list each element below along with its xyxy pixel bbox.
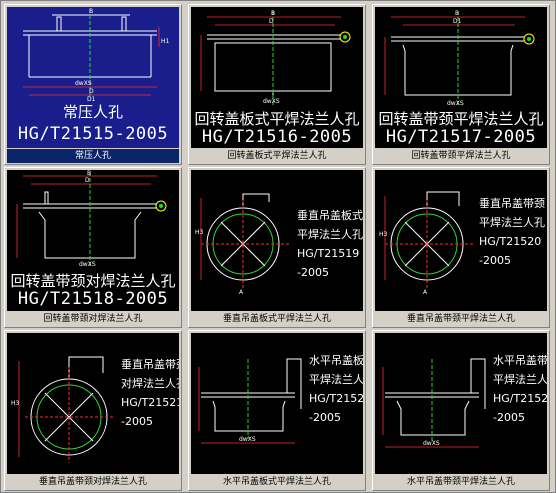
dim-label-dwxs: dwXS — [75, 80, 92, 87]
item-caption: 回转盖带颈平焊法兰人孔 — [411, 151, 511, 161]
cad-drawing-rotary-neck-slip-on: B D1 dwXS — [384, 10, 535, 107]
gallery-item-manhole-vertical-plate-slip-on[interactable]: H3 A 垂直吊盖板式 平焊法兰人孔 HG/T21519 -2005 垂直吊盖板… — [188, 167, 366, 328]
dim-label-A: A — [239, 289, 244, 296]
item-caption: 回转盖板式平焊法兰人孔 — [227, 151, 327, 161]
thumbnail-rotary-neck-slip-on: B D1 dwXS 回转盖带颈平焊法兰人孔 HG/T21517-2005 — [375, 7, 547, 148]
drawing-title-vertical: 水平吊盖板式 平焊法兰人孔 HG/T21522 -2005 — [309, 354, 363, 424]
drawing-title-vertical: 垂直吊盖带颈 对焊法兰人孔 HG/T21521 -2005 — [121, 358, 179, 428]
cad-drawing-vertical-neck-slip-on: H3 A — [379, 191, 473, 296]
gallery-item-manhole-vertical-neck-slip-on[interactable]: H3 A 垂直吊盖带颈 平焊法兰人孔 HG/T21520 -2005 垂直吊盖带… — [372, 167, 550, 328]
dim-label-D1: D1 — [453, 18, 462, 25]
drawing-title: 常压人孔 — [62, 103, 123, 121]
thumbnail-rotary-plate: B D dwXS 回转盖板式平焊法兰人孔 HG/T21516-2005 — [191, 7, 363, 148]
item-caption: 水平吊盖板式平焊法兰人孔 — [222, 477, 331, 487]
thumbnail-vertical-plate: H3 A 垂直吊盖板式 平焊法兰人孔 HG/T21519 -2005 — [191, 170, 363, 311]
item-caption: 垂直吊盖带颈对焊法兰人孔 — [38, 477, 147, 487]
cad-drawing-atmospheric: B dwXS D D1 H1 — [23, 8, 170, 103]
gallery-item-manhole-atmospheric[interactable]: B dwXS D D1 H1 常压人孔 HG/T21515-2005 常压人孔 — [4, 4, 182, 165]
cad-drawing-rotary-plate: B D dwXS — [200, 10, 351, 105]
cad-drawing-vertical-plate: H3 A — [195, 193, 289, 296]
drawing-title-vertical: 垂直吊盖带颈 平焊法兰人孔 HG/T21520 -2005 — [479, 197, 545, 267]
cad-drawing-horizontal-plate: dwXS — [198, 358, 302, 444]
gallery-item-manhole-horizontal-neck-slip-on[interactable]: dwXS 水平吊盖带颈 平焊法兰人孔 HG/T21523 -2005 水平吊盖带… — [372, 330, 550, 491]
gallery-item-manhole-rotary-neck-weld[interactable]: B D dwXS 回转盖带颈对焊法兰人孔 HG/T21518-2005 回转盖带… — [4, 167, 182, 328]
dim-label-H3: H3 — [379, 231, 388, 238]
dim-label-H1: H1 — [161, 38, 170, 45]
item-caption: 垂直吊盖板式平焊法兰人孔 — [222, 314, 331, 324]
item-caption: 垂直吊盖带颈平焊法兰人孔 — [406, 314, 515, 324]
drawing-code: HG/T21515-2005 — [17, 124, 169, 144]
dim-label-H3: H3 — [195, 229, 204, 236]
thumbnail-vertical-neck-weld: H3 垂直吊盖带颈 对焊法兰人孔 HG/T21521 -2005 — [7, 333, 179, 474]
dim-label-dwxs: dwXS — [423, 440, 440, 447]
dim-label-dwxs: dwXS — [263, 98, 280, 105]
dim-label-dwxs: dwXS — [239, 436, 256, 443]
cad-drawing-horizontal-neck: dwXS — [382, 358, 486, 448]
gallery-item-manhole-horizontal-plate-slip-on[interactable]: dwXS 水平吊盖板式 平焊法兰人孔 HG/T21522 -2005 水平吊盖板… — [188, 330, 366, 491]
cad-drawing-rotary-neck-weld: B D dwXS — [16, 170, 167, 268]
gallery-item-manhole-rotary-plate-slip-on[interactable]: B D dwXS 回转盖板式平焊法兰人孔 HG/T21516-2005 回转盖板… — [188, 4, 366, 165]
dim-label-A: A — [423, 289, 428, 296]
gallery-item-manhole-vertical-neck-weld[interactable]: H3 垂直吊盖带颈 对焊法兰人孔 HG/T21521 -2005 垂直吊盖带颈对… — [4, 330, 182, 491]
drawing-code: HG/T21516-2005 — [201, 127, 353, 147]
drawing-title: 回转盖带颈平焊法兰人孔 — [378, 110, 544, 128]
dim-label-D: D — [89, 88, 94, 95]
dim-label-B: B — [89, 8, 93, 15]
drawing-code: HG/T21518-2005 — [17, 289, 169, 309]
drawing-title: 回转盖带颈对焊法兰人孔 — [10, 272, 176, 290]
drawing-title-vertical: 垂直吊盖板式 平焊法兰人孔 HG/T21519 -2005 — [297, 209, 363, 279]
gallery-item-manhole-rotary-neck-slip-on[interactable]: B D1 dwXS 回转盖带颈平焊法兰人孔 HG/T21517-2005 回转盖… — [372, 4, 550, 165]
dim-label-B: B — [455, 10, 459, 17]
thumbnail-rotary-neck-weld: B D dwXS 回转盖带颈对焊法兰人孔 HG/T21518-2005 — [7, 170, 179, 311]
drawing-title: 回转盖板式平焊法兰人孔 — [194, 110, 360, 128]
dim-label-dwxs: dwXS — [79, 261, 96, 268]
dim-label-D: D — [269, 18, 274, 25]
cad-drawing-vertical-neck-weld: H3 — [11, 356, 113, 463]
drawing-title-vertical: 水平吊盖带颈 平焊法兰人孔 HG/T21523 -2005 — [493, 354, 547, 424]
drawing-code: HG/T21517-2005 — [385, 127, 537, 147]
dim-label-D: D — [85, 177, 90, 184]
item-caption: 回转盖带颈对焊法兰人孔 — [43, 314, 143, 324]
dim-label-dwxs: dwXS — [447, 100, 464, 107]
thumbnail-horizontal-neck: dwXS 水平吊盖带颈 平焊法兰人孔 HG/T21523 -2005 — [375, 333, 547, 474]
dim-label-D1: D1 — [87, 96, 96, 103]
dim-label-B: B — [271, 10, 275, 17]
thumbnail-atmospheric: B dwXS D D1 H1 常压人孔 HG/T21515-2005 — [7, 7, 179, 148]
thumbnail-horizontal-plate: dwXS 水平吊盖板式 平焊法兰人孔 HG/T21522 -2005 — [191, 333, 363, 474]
item-caption: 常压人孔 — [7, 149, 179, 163]
thumbnail-vertical-neck-slip-on: H3 A 垂直吊盖带颈 平焊法兰人孔 HG/T21520 -2005 — [375, 170, 547, 311]
dim-label-B: B — [87, 170, 91, 177]
dim-label-H3: H3 — [11, 400, 20, 407]
item-caption: 水平吊盖带颈平焊法兰人孔 — [406, 477, 515, 487]
